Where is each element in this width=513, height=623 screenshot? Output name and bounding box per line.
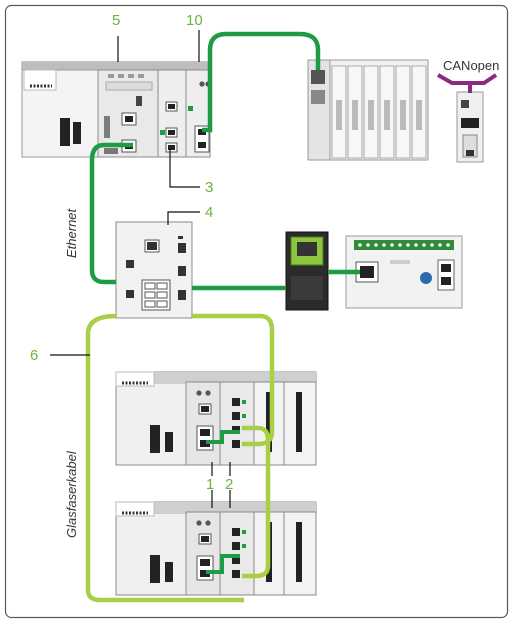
remote-io-station [307,59,429,161]
fiber-optic-cable-right-a [192,313,275,447]
fiber-optic-cable-left [85,313,244,603]
ethernet-module [157,69,187,158]
sync-link-hot-standby [206,430,240,574]
motor-controller [345,235,463,309]
power-supply-module [21,69,99,158]
canopen-label: CANopen [443,58,499,73]
canopen-module [185,69,211,158]
ethernet-switch [115,221,193,319]
variable-speed-drive [285,231,329,311]
hot-standby-rack-b [115,501,317,596]
canopen-slave-device [456,91,484,163]
callout-6: 6 [30,347,38,364]
callout-2: 2 [225,476,233,493]
fiber-cable-label: Glasfaserkabel [64,450,79,538]
hot-standby-rack-a [115,371,317,466]
callout-4: 4 [205,204,213,221]
callout-3: 3 [205,179,213,196]
main-plc-rack [21,61,211,158]
ethernet-cable-cpu-switch [89,142,133,285]
callout-5: 5 [112,12,120,29]
callout-1: 1 [206,476,214,493]
callout-leaders [50,30,231,508]
fiber-optic-cable-right-b [242,425,271,579]
ethernet-label: Ethernet [64,207,79,258]
ethernet-cable-plc-io [202,31,321,133]
callout-10: 10 [186,12,203,29]
